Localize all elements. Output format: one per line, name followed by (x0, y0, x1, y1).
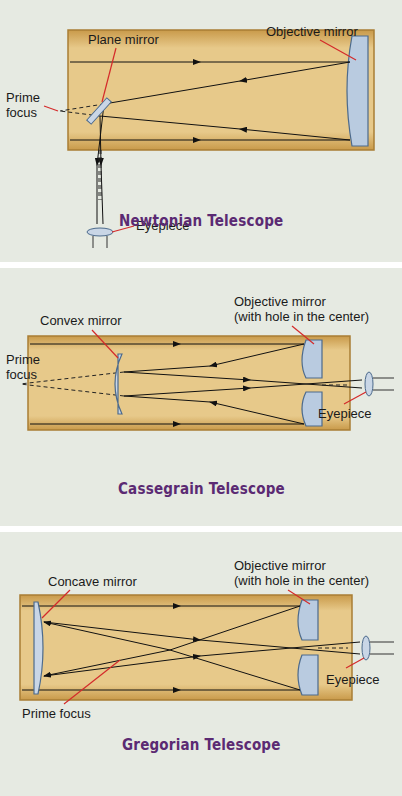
part-label: Objective mirror (with hole in the cente… (234, 558, 369, 588)
part-label: Concave mirror (48, 574, 137, 589)
part-label: Prime focus (22, 706, 91, 721)
telescope-title: Gregorian Telescope (122, 736, 281, 754)
telescope-title: Newtonian Telescope (119, 212, 283, 230)
part-label: Eyepiece (318, 406, 371, 421)
gregorian-telescope (20, 590, 394, 704)
part-label: Prime focus (6, 90, 48, 120)
part-label: Plane mirror (88, 32, 159, 47)
part-label: Objective mirror (with hole in the cente… (234, 294, 369, 324)
part-label: Eyepiece (326, 672, 379, 687)
part-label: Convex mirror (40, 313, 122, 328)
part-label: Objective mirror (266, 24, 358, 39)
cassegrain-telescope (20, 326, 394, 430)
part-label: Prime focus (6, 352, 48, 382)
newtonian-telescope (44, 30, 374, 248)
telescope-title: Cassegrain Telescope (118, 480, 285, 498)
